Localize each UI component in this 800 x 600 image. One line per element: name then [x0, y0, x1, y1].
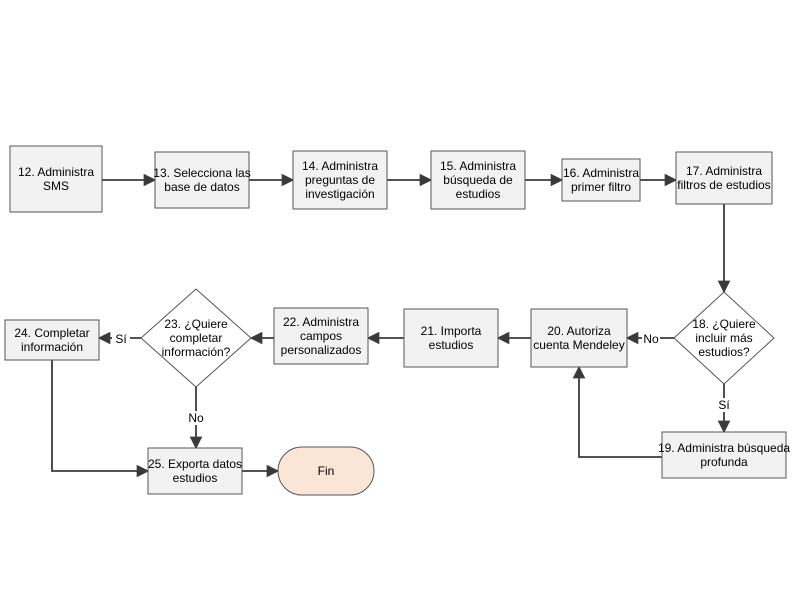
- node-label-line: preguntas de: [305, 173, 375, 187]
- edge-label-n18-n20: No: [643, 332, 659, 346]
- node-label-line: 20. Autoriza: [547, 324, 611, 338]
- node-label-line: estudios: [456, 187, 501, 201]
- process-box: [530, 308, 628, 368]
- decision-diamond: [673, 291, 775, 385]
- process-box: [675, 151, 773, 205]
- process-box: [661, 431, 787, 479]
- node-label-line: 21. Importa: [421, 324, 482, 338]
- node-label-line: 12. Administra: [18, 165, 94, 179]
- node-label-line: profunda: [700, 455, 748, 469]
- edge-label-background: [187, 411, 205, 425]
- node-label-line: investigación: [305, 187, 374, 201]
- edge-label-background: [642, 332, 660, 346]
- edge-label-background: [715, 398, 733, 412]
- edge-label-n23-n25: No: [188, 411, 204, 425]
- node-label-line: 15. Administra: [440, 159, 516, 173]
- node-label-line: estudios: [429, 338, 474, 352]
- node-label: Fin: [318, 464, 335, 478]
- edge-label-n18-n19: Sí: [718, 398, 730, 412]
- process-box: [147, 447, 243, 495]
- node-label-line: 16. Administra: [563, 166, 639, 180]
- connector-n24-n25: [51, 360, 150, 478]
- node-label-line: 18. ¿Quiere: [692, 317, 756, 331]
- node-label-line: filtros de estudios: [677, 178, 770, 192]
- node-label-line: 14. Administra: [302, 159, 378, 173]
- node-label-line: primer filtro: [571, 180, 631, 194]
- node-label-line: incluir más: [695, 331, 752, 345]
- node-label-line: SMS: [43, 179, 69, 193]
- node-label-line: información?: [162, 345, 231, 359]
- node-label-line: 13. Selecciona las: [153, 166, 250, 180]
- node-label-line: estudios?: [698, 345, 750, 359]
- edge-label-background: [112, 332, 130, 346]
- node-label-line: 22. Administra: [283, 315, 359, 329]
- process-box: [292, 150, 388, 210]
- process-box: [430, 150, 526, 210]
- process-box: [561, 158, 641, 202]
- decision-diamond: [140, 288, 252, 388]
- connector-n19-n20: [572, 365, 662, 458]
- node-label-line: 25. Exporta datos: [148, 457, 242, 471]
- node-label-line: 24. Completar: [14, 326, 89, 340]
- terminal-shape: [277, 446, 375, 496]
- terminal-fin: Fin: [277, 446, 375, 496]
- node-label-line: completar: [170, 331, 223, 345]
- process-box: [9, 145, 103, 213]
- node-label-line: personalizados: [281, 343, 362, 357]
- process-box: [273, 307, 369, 365]
- edge-label-n23-n24: Sí: [115, 332, 127, 346]
- node-label-line: información: [21, 340, 83, 354]
- node-label-line: cuenta Mendeley: [533, 338, 624, 352]
- process-box: [4, 319, 100, 361]
- node-label-line: 23. ¿Quiere: [164, 317, 228, 331]
- process-box: [154, 151, 250, 209]
- node-label-line: estudios: [173, 471, 218, 485]
- process-box: [403, 308, 499, 368]
- node-label-line: búsqueda de: [443, 173, 513, 187]
- node-label-line: 19. Administra búsqueda: [658, 441, 790, 455]
- node-label-line: campos: [300, 329, 342, 343]
- node-label-line: Fin: [318, 464, 335, 478]
- node-label-line: 17. Administra: [686, 164, 762, 178]
- node-label-line: base de datos: [164, 180, 239, 194]
